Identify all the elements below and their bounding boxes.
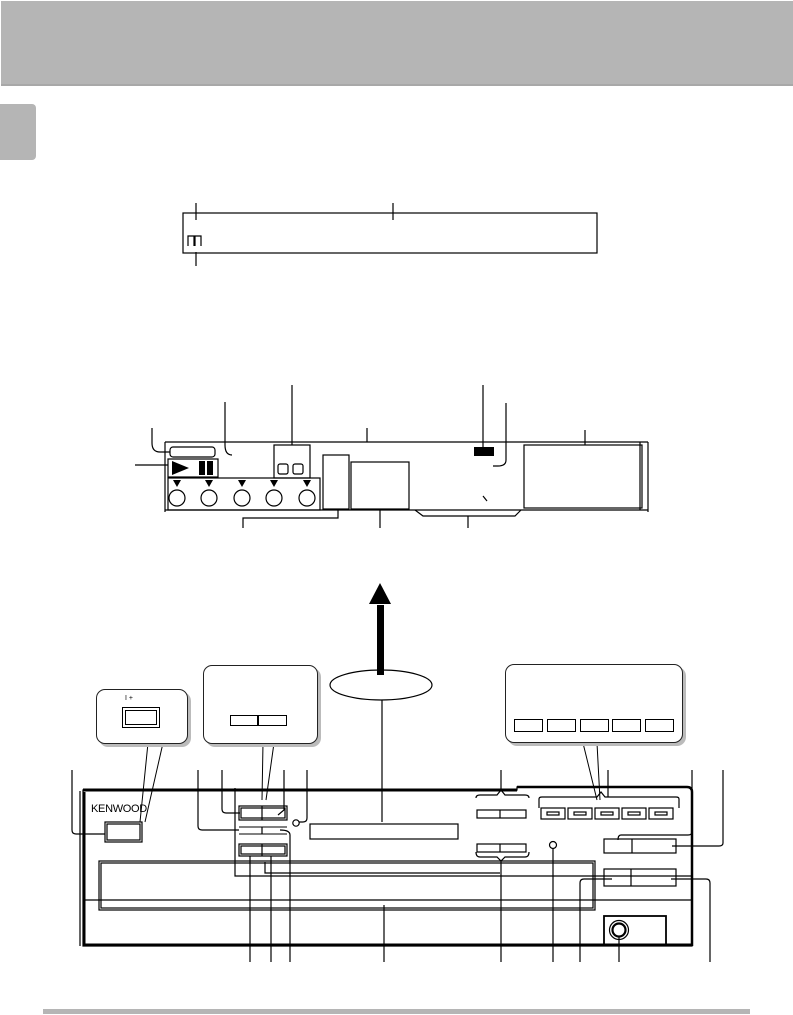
header-band (1, 1, 793, 86)
footer-rule (43, 1009, 750, 1014)
power-symbol: I + (125, 695, 133, 702)
section-tab (0, 104, 36, 160)
front-panel-body (71, 770, 724, 962)
preset-buttons (540, 807, 674, 820)
power-callout: I + (96, 689, 188, 744)
callout-button-left[interactable] (230, 715, 258, 726)
brand-logo: KENWOOD (91, 803, 147, 815)
preset-callout (505, 664, 683, 743)
display-callout-ellipse (329, 669, 433, 701)
callout-preset-4[interactable] (612, 719, 641, 732)
up-arrow-icon (369, 583, 391, 675)
sub-display (182, 203, 598, 266)
callout-preset-2[interactable] (547, 719, 576, 732)
callout-button-right[interactable] (258, 715, 287, 726)
callout-preset-3[interactable] (580, 719, 609, 732)
power-button[interactable] (122, 707, 160, 728)
left-buttons-callout (203, 665, 318, 744)
callout-preset-1[interactable] (514, 719, 543, 732)
display-panel (135, 385, 649, 528)
callout-preset-5[interactable] (645, 719, 674, 732)
